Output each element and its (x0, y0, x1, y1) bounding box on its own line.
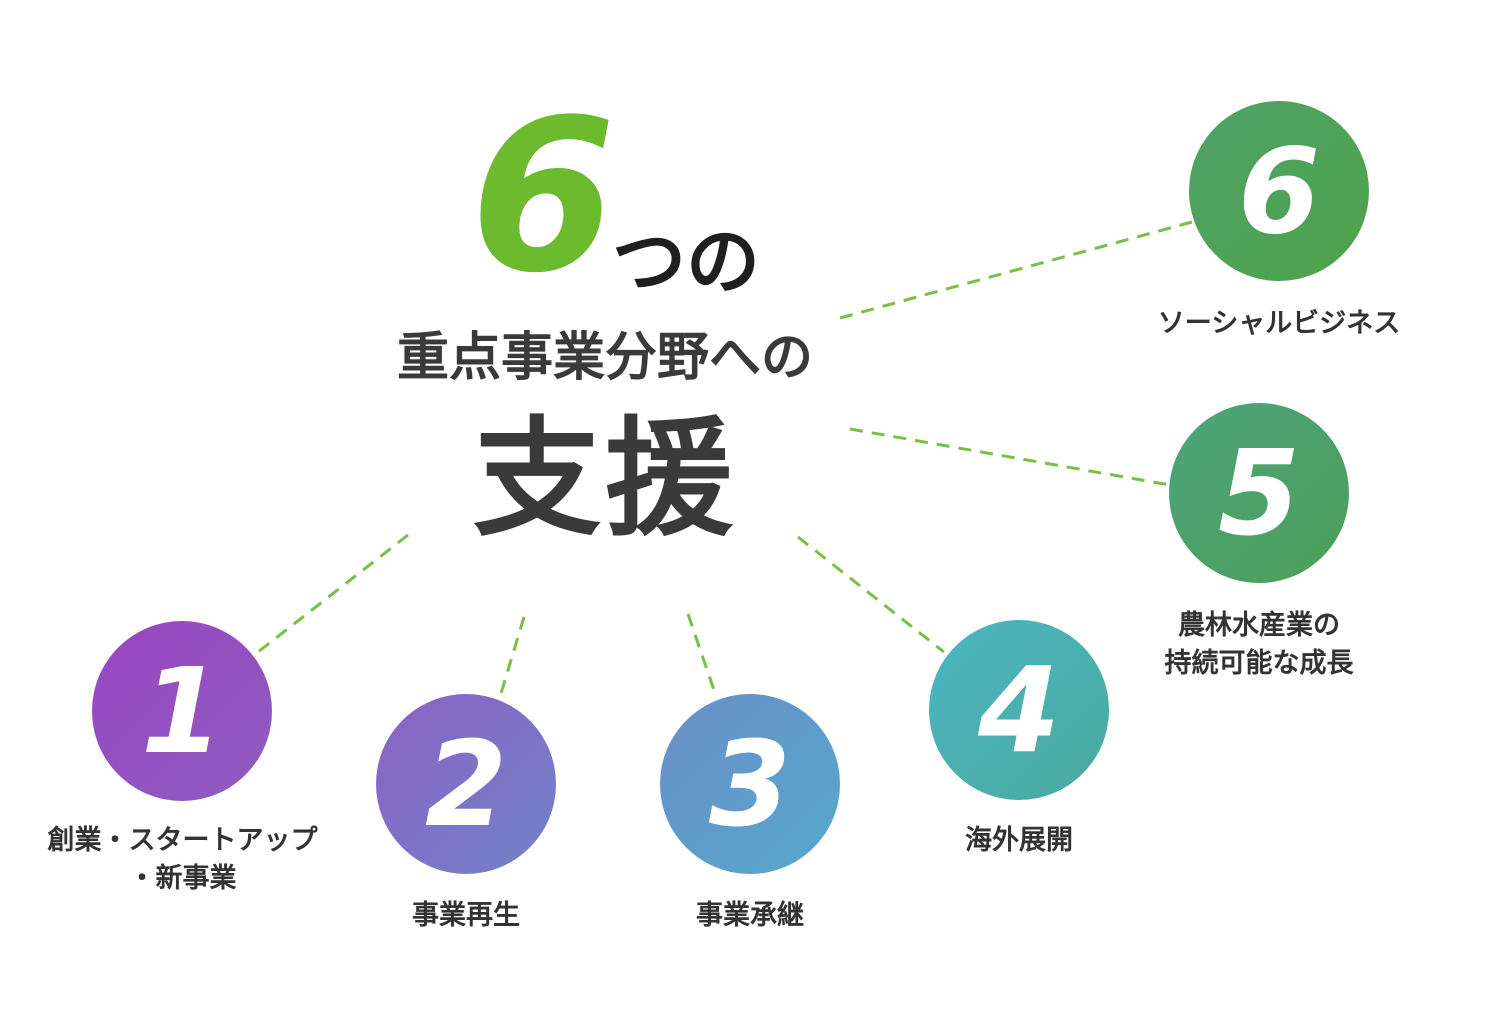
node-1-number: 1 (140, 642, 224, 780)
main-title: 支援 (472, 405, 737, 554)
node-4-label-line-1: 海外展開 (965, 825, 1073, 856)
connector-6 (839, 220, 1193, 320)
node-2-number: 2 (424, 715, 508, 853)
node-2-label-line-1: 事業再生 (412, 900, 520, 931)
node-5-label-line-2: 持続可能な成長 (1164, 648, 1354, 679)
connector-2 (497, 616, 526, 701)
node-3-label-line-1: 事業承継 (696, 900, 804, 931)
node-1-label-line-1: 創業・スタートアップ (47, 825, 318, 856)
node-6-label-line-1: ソーシャルビジネス (1157, 308, 1401, 339)
node-2-circle: 2 (376, 694, 556, 874)
node-3-number: 3 (708, 715, 792, 853)
node-1-label: 創業・スタートアップ ・新事業 (30, 822, 335, 898)
node-6-label: ソーシャルビジネス (1139, 305, 1419, 343)
node-4-circle: 4 (929, 620, 1109, 800)
connector-1 (257, 533, 409, 654)
node-6-circle: 6 (1189, 101, 1369, 281)
connector-5 (849, 427, 1171, 487)
title-number: 6 (470, 74, 616, 319)
node-6-number: 6 (1237, 122, 1321, 260)
subtitle: 重点事業分野への (396, 328, 813, 388)
node-5-label-line-1: 農林水産業の (1178, 610, 1340, 641)
node-1-circle: 1 (92, 621, 272, 801)
node-3-circle: 3 (660, 694, 840, 874)
node-1-label-line-2: ・新事業 (128, 863, 237, 894)
connector-4 (797, 535, 945, 654)
node-5-number: 5 (1217, 424, 1301, 562)
title-suffix: つの (612, 219, 760, 305)
connector-3 (686, 613, 718, 697)
node-2-label: 事業再生 (366, 897, 566, 935)
node-3-label: 事業承継 (650, 897, 850, 935)
node-5-circle: 5 (1169, 403, 1349, 583)
node-5-label: 農林水産業の 持続可能な成長 (1129, 607, 1389, 683)
node-4-number: 4 (977, 641, 1061, 779)
node-4-label: 海外展開 (919, 822, 1119, 860)
